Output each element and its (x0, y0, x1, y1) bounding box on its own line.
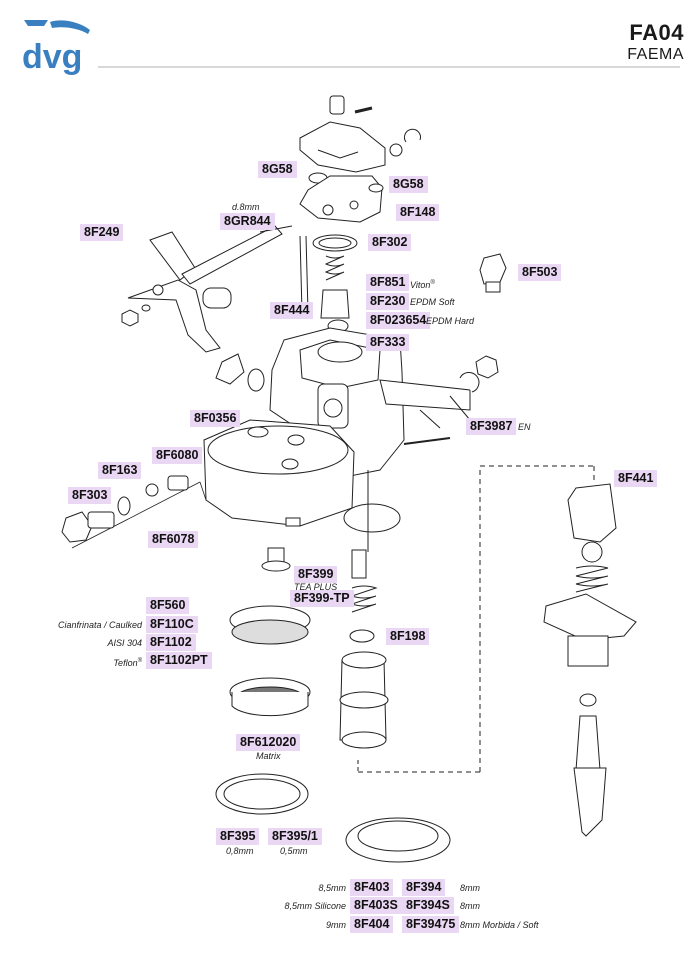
piston-stack-drawing (339, 465, 595, 773)
pin-spring-drawing (299, 234, 358, 333)
part-label-8F110C: 8F110C (146, 616, 198, 633)
part-label-8F395-1: 8F395/1 (268, 828, 322, 845)
note-8F39475: 8mm Morbida / Soft (460, 920, 539, 930)
part-label-8F403S: 8F403S (350, 897, 402, 914)
part-label-8G58-right: 8G58 (389, 176, 428, 193)
part-label-8F249: 8F249 (80, 224, 124, 241)
part-label-8F851: 8F851 (366, 274, 410, 291)
part-label-8F6078: 8F6078 (148, 531, 199, 548)
note-8F395: 0,8mm (226, 846, 254, 856)
part-label-8F39475: 8F39475 (402, 916, 460, 933)
part-label-8F333: 8F333 (366, 334, 410, 351)
part-label-8F0356: 8F0356 (190, 410, 241, 427)
part-label-8F441: 8F441 (614, 470, 658, 487)
note-8F230: EPDM Soft (410, 297, 455, 307)
note-8F110C: Cianfrinata / Caulked (57, 620, 142, 630)
part-label-8F444: 8F444 (270, 302, 314, 319)
logo-text: dvg (22, 38, 82, 76)
note-8F1102PT: Teflon® (52, 656, 142, 669)
cam-bracket-drawing (299, 95, 421, 223)
brand-name: FAEMA (627, 46, 684, 63)
note-8F394S: 8mm (460, 901, 480, 911)
note-8F1102PT-sup: ® (137, 658, 142, 664)
note-8GR844: d.8mm (232, 202, 260, 212)
part-label-8F395: 8F395 (216, 828, 260, 845)
model-code: FA04 (629, 20, 684, 45)
note-8F399: TEA PLUS (294, 582, 338, 592)
part-label-8F1102PT: 8F1102PT (146, 652, 212, 669)
part-label-8F394: 8F394 (402, 879, 446, 896)
note-8F403S: 8,5mm Silicone (284, 901, 346, 911)
note-8F3987: EN (518, 422, 531, 432)
note-8F851-sup: ® (430, 280, 435, 286)
part-label-8F3987: 8F3987 (466, 418, 517, 435)
part-label-8F198: 8F198 (386, 628, 430, 645)
nut-8F503-drawing (479, 253, 507, 293)
part-label-8G58-left: 8G58 (258, 161, 297, 178)
valve-column-drawing (543, 483, 637, 837)
part-label-8F148: 8F148 (396, 204, 440, 221)
note-8F612020: Matrix (256, 751, 281, 761)
note-8F404: 9mm (326, 920, 346, 930)
part-label-8GR844: 8GR844 (220, 213, 275, 230)
part-label-8F394S: 8F394S (402, 897, 454, 914)
part-label-8F023654: 8F023654 (366, 312, 431, 329)
part-label-8F399-TP: 8F399-TP (290, 590, 354, 607)
note-8F851: Viton® (410, 278, 435, 291)
note-8F023654: EPDM Hard (426, 316, 475, 326)
note-8F851-text: Viton (410, 280, 431, 290)
part-label-8F163: 8F163 (98, 462, 142, 479)
note-8F403: 8,5mm (318, 883, 346, 893)
part-label-8F503: 8F503 (518, 264, 562, 281)
group-body-drawing (215, 327, 499, 477)
note-8F394: 8mm (460, 883, 480, 893)
dvg-logo: dvg (22, 16, 92, 83)
part-label-8F612020: 8F612020 (236, 734, 301, 751)
lever-arm-drawing (121, 225, 293, 353)
part-label-8F230: 8F230 (366, 293, 410, 310)
valve-fittings-drawing (61, 475, 207, 549)
part-label-8F6080: 8F6080 (152, 447, 203, 464)
part-label-8F303: 8F303 (68, 487, 112, 504)
dvg-logo-mark: dvg (22, 20, 90, 76)
part-label-8F404: 8F404 (350, 916, 394, 933)
part-label-8F1102: 8F1102 (146, 634, 196, 651)
note-8F395-1: 0,5mm (280, 846, 308, 856)
note-8F1102: AISI 304 (107, 638, 142, 648)
shower-housing-drawing (203, 419, 355, 527)
part-label-8F403: 8F403 (350, 879, 394, 896)
shower-screen-drawing (215, 547, 451, 863)
note-8F1102PT-text: Teflon (113, 658, 138, 668)
part-label-8F560: 8F560 (146, 597, 190, 614)
part-label-8F399: 8F399 (294, 566, 338, 583)
part-label-8F302: 8F302 (368, 234, 412, 251)
